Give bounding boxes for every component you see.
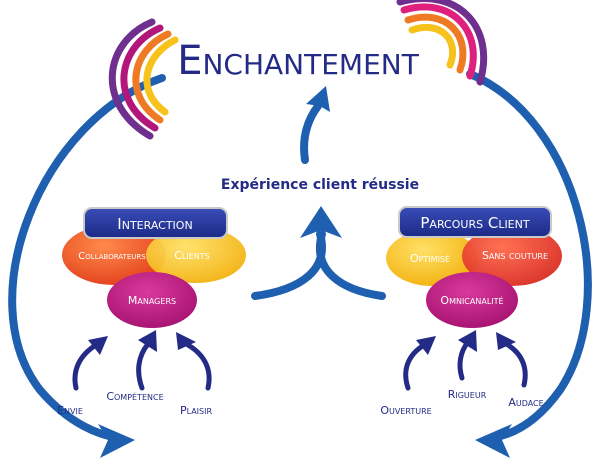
right-arrowhead-1 (416, 336, 436, 355)
left-outer-arrowhead (98, 424, 135, 458)
bubble-clients (146, 227, 246, 283)
bubble-sans-couture (462, 226, 562, 286)
driver-envie: Envie (57, 404, 83, 417)
driver-competence: Compétence (106, 390, 163, 403)
top-arrow (300, 102, 322, 164)
right-arrowhead-2 (458, 330, 477, 352)
left-arrowhead-2 (138, 330, 157, 352)
bubble-sans-couture-label: Sans couture (482, 249, 548, 262)
left-driver-arrows (72, 341, 212, 391)
left-arrowhead-1 (88, 336, 108, 355)
bubble-omnicanalite (426, 272, 518, 328)
driver-plaisir: Plaisir (180, 404, 213, 417)
rainbow-arcs-right-icon (396, 0, 488, 86)
left-outer-arrow (8, 74, 166, 442)
driver-ouverture: Ouverture (380, 404, 431, 417)
bubble-optimise-label: Optimisé (410, 252, 450, 265)
bubble-clients-label: Clients (174, 249, 210, 262)
center-arrow-right (316, 230, 386, 300)
driver-rigueur: Rigueur (448, 388, 487, 401)
bubble-managers (107, 272, 197, 328)
top-arrowhead (306, 86, 330, 112)
rainbow-arcs-left-icon (108, 18, 179, 140)
right-outer-arrowhead (475, 424, 512, 458)
center-label: Expérience client réussie (221, 177, 419, 193)
left-arrowhead-3 (176, 332, 196, 350)
right-arrowhead-3 (496, 332, 516, 350)
bubble-optimise (386, 230, 478, 286)
right-header-box (398, 206, 552, 238)
center-arrow-left (251, 230, 326, 300)
left-header-text: Interaction (117, 215, 192, 233)
bubble-omnicanalite-label: Omnicanalité (440, 294, 503, 307)
center-arrowhead (300, 206, 342, 238)
bubble-collaborateurs-label: Collaborateurs (78, 251, 146, 262)
bubble-collaborateurs (62, 225, 166, 285)
driver-audace: Audace (508, 396, 543, 409)
bubble-managers-label: Managers (128, 294, 176, 307)
right-header-text: Parcours Client (420, 214, 529, 232)
left-header-box (83, 207, 228, 239)
title-text: Enchantement (177, 38, 420, 84)
right-outer-arrow (466, 70, 592, 442)
